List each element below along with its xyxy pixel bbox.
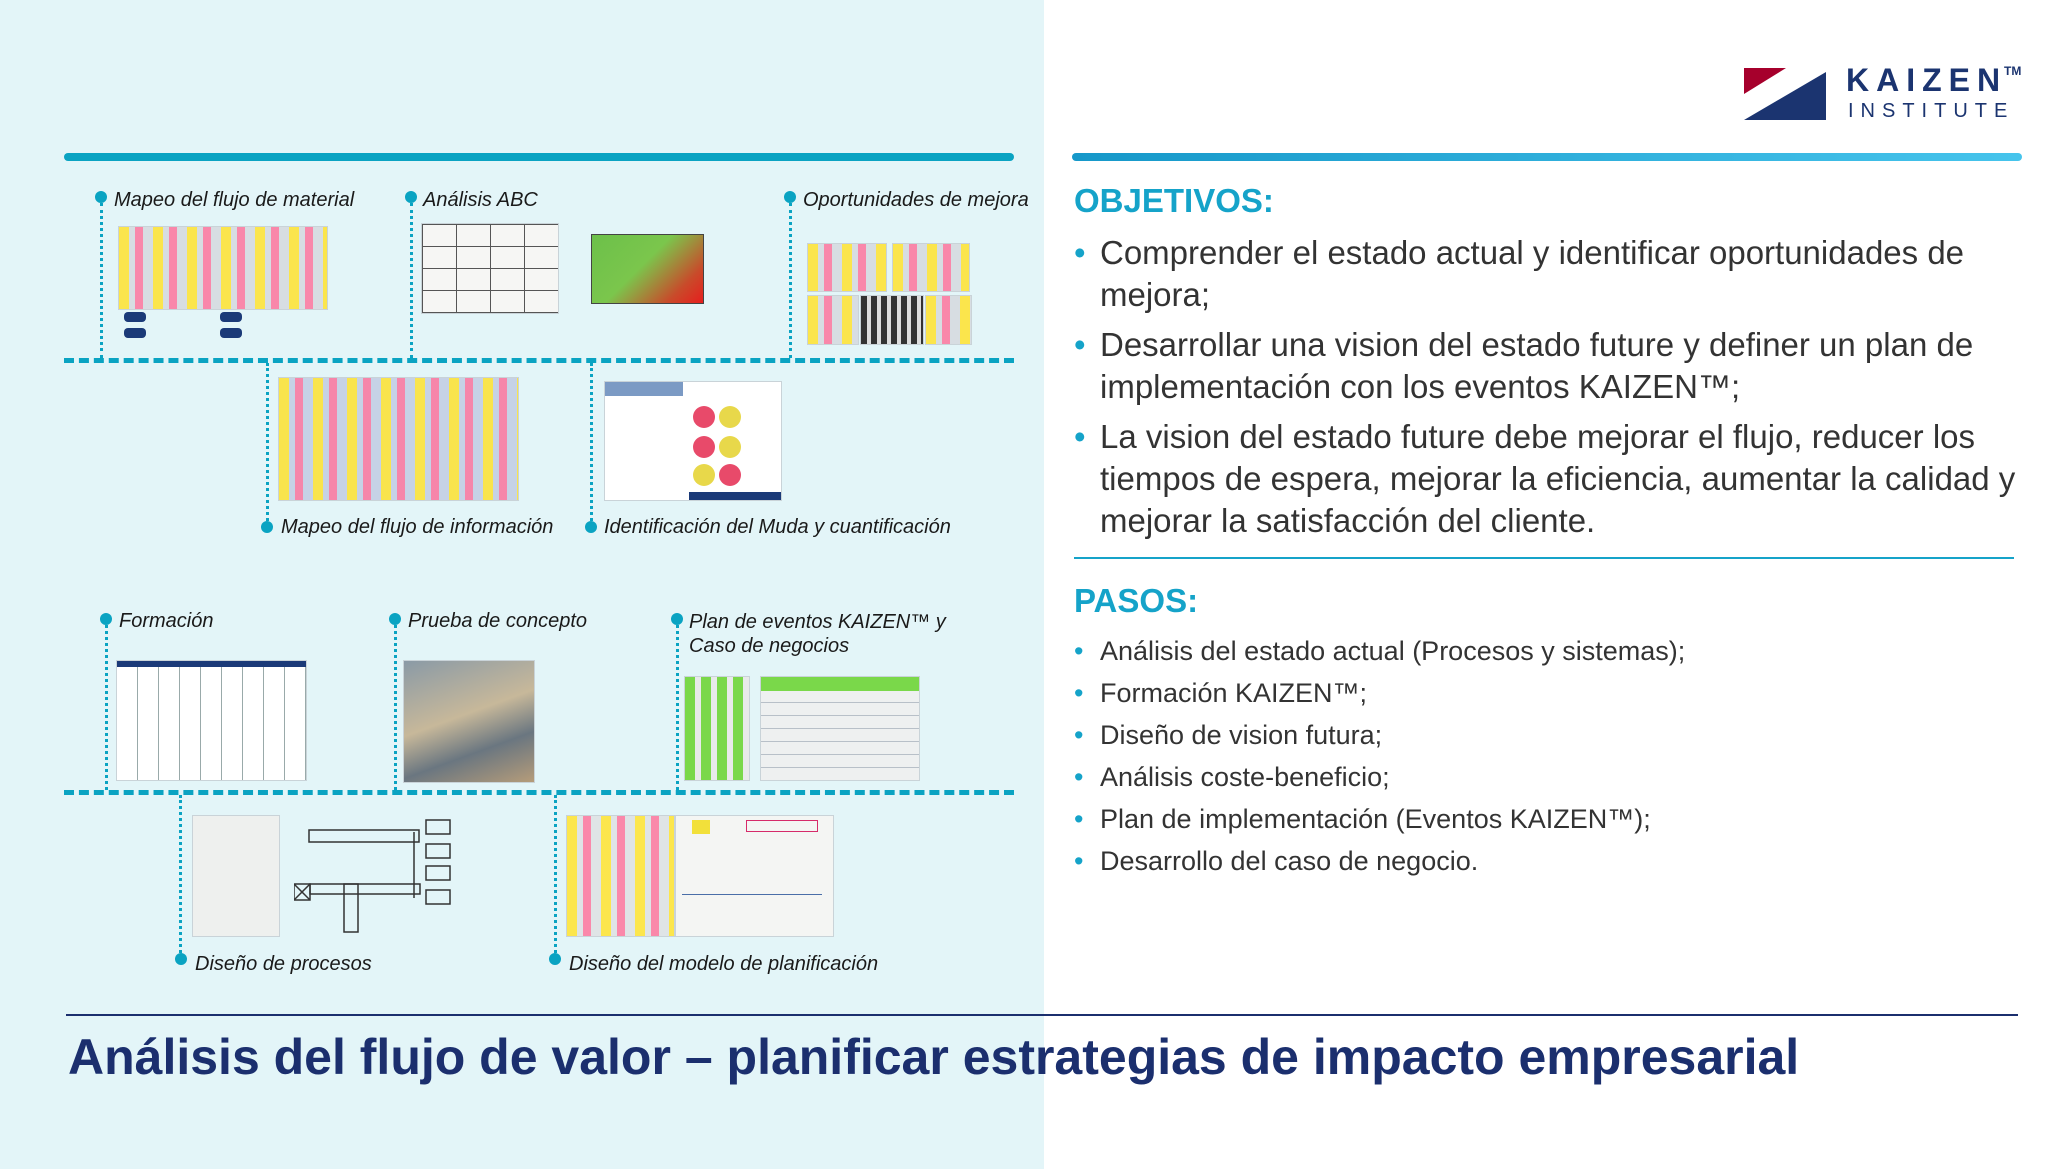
- objectives-heading: OBJETIVOS:: [1074, 182, 1274, 219]
- step-item: Diseño de vision futura;: [1074, 714, 2034, 756]
- opportunity-photo: [892, 243, 970, 292]
- muda-report-screenshot: [604, 381, 782, 501]
- step-item: Plan de implementación (Eventos KAIZEN™)…: [1074, 798, 2034, 840]
- timeline-dot: [549, 953, 561, 965]
- timeline-connector: [394, 625, 397, 790]
- tfm-model-diagram: [116, 660, 307, 781]
- label-proof-of-concept: Prueba de concepto: [408, 610, 588, 632]
- timeline-connector: [266, 363, 269, 521]
- process-layout-diagram: [294, 819, 451, 933]
- logo-trademark: TM: [2004, 64, 2022, 78]
- opportunity-photo: [807, 243, 887, 292]
- metric-badge: [124, 312, 146, 322]
- steps-heading: PASOS:: [1074, 582, 1199, 619]
- abc-heatmap: [591, 234, 704, 304]
- logo-subtitle: INSTITUTE: [1848, 100, 2015, 122]
- abc-whiteboard-photo: [421, 223, 559, 314]
- timeline-dot: [671, 613, 683, 625]
- kaizen-plan-board-photo: [684, 676, 750, 781]
- timeline-dashed-1: [64, 358, 1014, 363]
- step-item: Desarrollo del caso de negocio.: [1074, 840, 2034, 882]
- objectives-list: Comprender el estado actual y identifica…: [1074, 232, 2034, 550]
- opportunity-photo: [807, 295, 859, 345]
- opportunity-photo: [925, 295, 972, 345]
- step-item: Formación KAIZEN™;: [1074, 672, 2034, 714]
- timeline-connector: [676, 625, 679, 790]
- objective-item: Comprender el estado actual y identifica…: [1074, 232, 2034, 316]
- timeline-dot: [175, 953, 187, 965]
- timeline-dashed-2: [64, 790, 1014, 795]
- kaizen-logo-icon: [1744, 68, 1826, 120]
- label-planning-model-design: Diseño del modelo de planificación: [569, 953, 879, 975]
- logo-name: KAIZEN: [1846, 62, 2008, 98]
- timeline-connector: [590, 363, 593, 521]
- bottom-rule: [66, 1014, 2018, 1016]
- proof-of-concept-photo: [403, 660, 535, 783]
- label-process-design: Diseño de procesos: [195, 953, 372, 975]
- timeline-dot: [389, 613, 401, 625]
- label-material-flow: Mapeo del flujo de material: [114, 189, 355, 211]
- timeline-connector: [554, 795, 557, 953]
- business-case-board-photo: [760, 676, 920, 781]
- timeline-dot: [784, 191, 796, 203]
- metric-badge: [220, 328, 242, 338]
- label-kaizen-events-plan: Plan de eventos KAIZEN™ y: [689, 611, 946, 633]
- timeline-connector: [789, 203, 792, 358]
- timeline-dot: [261, 521, 273, 533]
- label-muda-identification: Identificación del Muda y cuantificación: [604, 516, 951, 538]
- steps-list: Análisis del estado actual (Procesos y s…: [1074, 630, 2034, 882]
- process-sketch-photo: [192, 815, 280, 937]
- timeline-connector: [179, 795, 182, 953]
- label-business-case: Caso de negocios: [689, 635, 850, 657]
- timeline-connector: [105, 625, 108, 790]
- timeline-connector: [100, 203, 103, 358]
- timeline-dot: [405, 191, 417, 203]
- information-flow-photo: [278, 377, 519, 501]
- objective-item: Desarrollar una vision del estado future…: [1074, 324, 2034, 408]
- left-panel-background: [0, 0, 1044, 1169]
- objective-item: La vision del estado future debe mejorar…: [1074, 416, 2034, 542]
- planning-whiteboard-photo: [675, 815, 834, 937]
- step-item: Análisis coste-beneficio;: [1074, 756, 2034, 798]
- metric-badge: [124, 328, 146, 338]
- label-improvement-opportunities: Oportunidades de mejora: [803, 189, 1029, 211]
- label-training: Formación: [119, 610, 214, 632]
- top-rule-left: [64, 153, 1014, 161]
- material-flow-photo: [118, 226, 328, 310]
- timeline-dot: [585, 521, 597, 533]
- metric-badge: [220, 312, 242, 322]
- opportunity-photo: [860, 295, 924, 345]
- timeline-connector: [410, 203, 413, 358]
- label-abc-analysis: Análisis ABC: [423, 189, 538, 211]
- timeline-dot: [100, 613, 112, 625]
- slide-title: Análisis del flujo de valor – planificar…: [68, 1029, 1800, 1085]
- label-information-flow: Mapeo del flujo de información: [281, 516, 554, 538]
- top-rule-right: [1072, 153, 2022, 161]
- planning-wall-photo: [566, 815, 675, 937]
- timeline-dot: [95, 191, 107, 203]
- step-item: Análisis del estado actual (Procesos y s…: [1074, 630, 2034, 672]
- section-divider: [1074, 557, 2014, 559]
